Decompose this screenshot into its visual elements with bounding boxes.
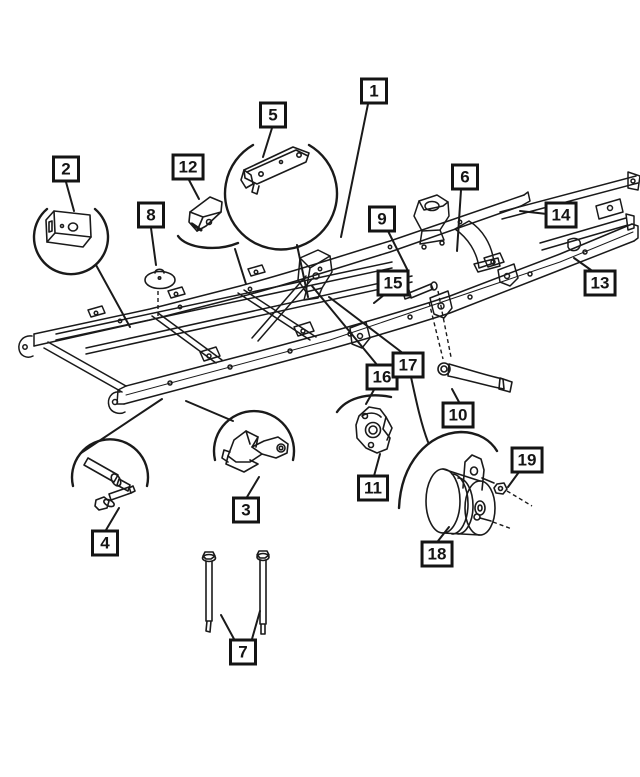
leader-3 [246, 476, 260, 498]
leader-14 [519, 210, 548, 215]
callout-box-3: 3 [232, 496, 260, 524]
part-2-box-bracket [45, 210, 92, 248]
part-5-flat-bracket [240, 146, 310, 195]
part-19-hex-nut [493, 482, 508, 495]
leader-17-up [328, 296, 405, 355]
leader-8 [150, 227, 157, 266]
leader-13 [573, 257, 592, 271]
callout-box-12: 12 [171, 153, 205, 181]
callout-box-5: 5 [259, 101, 287, 129]
projection-dashed-lines [157, 290, 533, 530]
leader-lines [65, 103, 592, 640]
detail-circle-12 [176, 234, 240, 250]
callout-box-4: 4 [91, 529, 119, 557]
callout-box-13: 13 [583, 269, 617, 297]
leader-5 [262, 127, 273, 158]
leader-10 [451, 388, 460, 403]
connector-circle2-frame [95, 264, 131, 328]
detail-circle-4 [70, 438, 150, 488]
part-4-bolt-pair [83, 457, 136, 511]
part-11-plate-bracket [355, 406, 393, 454]
callout-box-8: 8 [137, 201, 165, 229]
callout-box-11: 11 [357, 474, 389, 502]
leader-9 [387, 230, 409, 272]
leader-6 [456, 189, 462, 252]
leader-2 [65, 181, 75, 212]
part-10-crossmember-arm [437, 362, 513, 393]
leader-16-up [311, 285, 379, 367]
leader-4 [105, 507, 120, 531]
connector-frame-circle3 [185, 400, 234, 422]
leader-12 [188, 179, 200, 200]
callout-box-6: 6 [451, 163, 479, 191]
callout-box-9: 9 [368, 205, 396, 233]
detail-circle-2 [32, 207, 110, 276]
connector-circle12-frame [234, 248, 247, 285]
callout-box-7: 7 [229, 638, 257, 666]
callout-box-10: 10 [441, 401, 475, 429]
leader-7-left [220, 614, 235, 640]
leader-16-down [365, 387, 376, 405]
detail-circle-3 [212, 409, 296, 462]
leader-1 [340, 103, 369, 238]
leader-7-right [251, 610, 261, 640]
detail-circle-5 [223, 143, 339, 251]
callout-box-1: 1 [360, 77, 388, 105]
callout-box-14: 14 [544, 201, 578, 229]
detail-circles [32, 143, 499, 510]
detail-circle-11 [335, 394, 393, 414]
part-8-oval-washer [144, 268, 176, 290]
leader-18 [437, 526, 450, 542]
part-18-vibration-damper [425, 454, 496, 536]
part-3-mount-bracket [221, 430, 289, 473]
part-12-wedge-bracket [188, 196, 223, 232]
leader-11 [373, 453, 381, 477]
leader-17-down [410, 376, 429, 443]
callout-box-17: 17 [391, 351, 425, 379]
callout-box-2: 2 [52, 155, 80, 183]
connector-circle5-frame [296, 244, 309, 298]
part-7-long-bolts [201, 550, 270, 635]
detail-circle-18 [397, 430, 499, 510]
callout-box-18: 18 [420, 540, 454, 568]
connector-frame-circle4 [80, 398, 163, 454]
callout-box-15: 15 [376, 269, 410, 297]
leader-19 [507, 471, 520, 488]
callout-box-19: 19 [510, 446, 544, 474]
frame-assembly-drawing [18, 171, 640, 415]
